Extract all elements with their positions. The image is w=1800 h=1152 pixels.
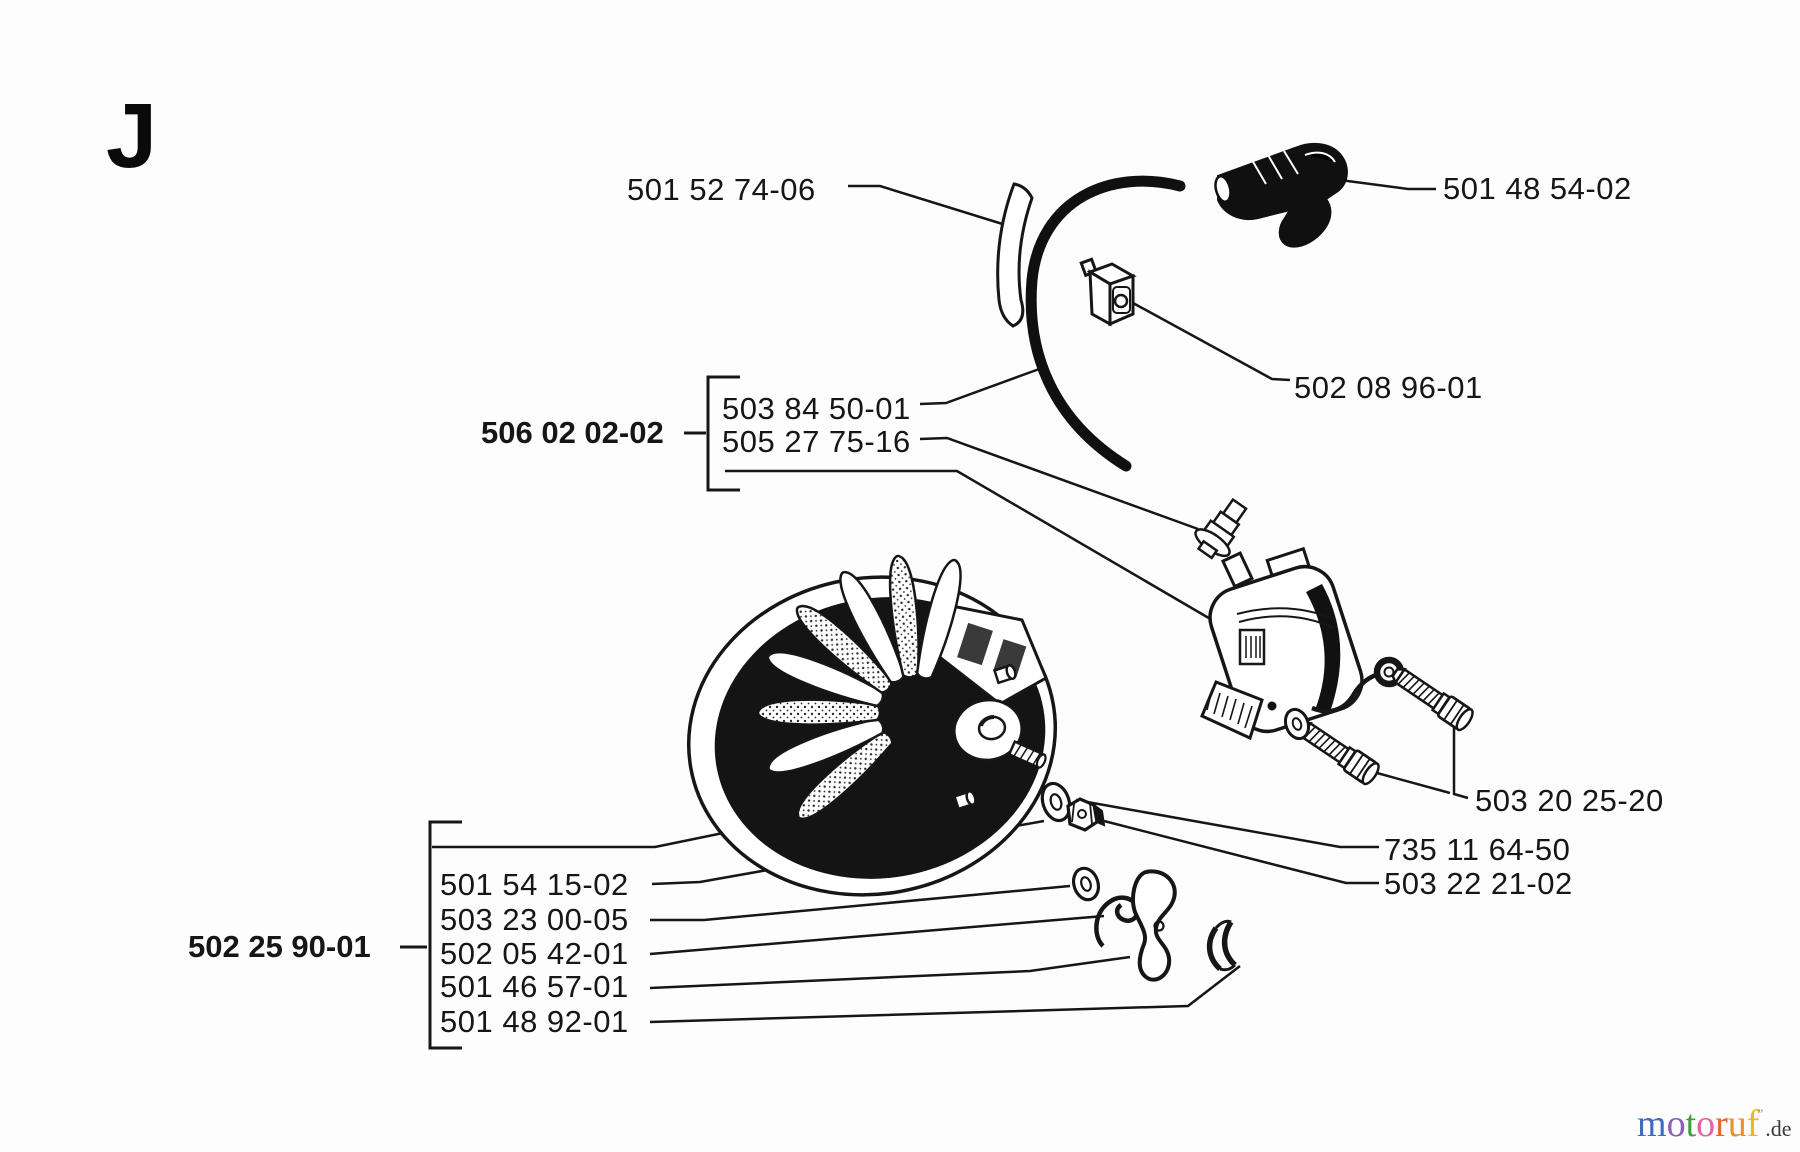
hub-keyway (979, 714, 995, 727)
part-label-flywheel-group: 502 25 90-01 (188, 929, 371, 964)
flywheel-washer-drawing (1040, 781, 1072, 823)
part-label-terminal: 505 27 75-16 (722, 424, 911, 459)
coil-neck (1220, 551, 1254, 589)
ring-terminal-hole (1383, 666, 1395, 678)
leader-boot (1339, 178, 1436, 191)
leader-lines (432, 178, 1469, 1024)
stop-switch-drawing (1079, 257, 1137, 327)
group-brackets (400, 375, 740, 1050)
thread-lines (1397, 672, 1440, 706)
starter-pawl-drawing (1131, 869, 1177, 982)
part-label-clip: 501 48 92-01 (440, 1004, 629, 1039)
leader-ht-wire (919, 366, 1043, 406)
part-label-pawl-washer: 503 23 00-05 (440, 902, 629, 937)
head-facets (1443, 699, 1465, 726)
watermark-trademark: ” (1757, 1106, 1764, 1121)
module-group-bracket (706, 375, 740, 492)
screw-washer-drawing (1283, 707, 1311, 741)
coil-seam-lines (1236, 607, 1337, 629)
coil-window (1238, 628, 1266, 666)
watermark-domain-suffix: .de (1765, 1116, 1792, 1141)
flywheel-fin (795, 604, 893, 694)
flywheel-group-bracket (428, 820, 462, 1050)
flywheel-fin (756, 698, 882, 726)
leader-lower-screw (1365, 768, 1451, 795)
motoruf-watermark: motoruf”.de (1637, 1104, 1791, 1152)
flywheel-fin (796, 730, 894, 821)
pawl-washer-drawing (1071, 866, 1101, 902)
leader-terminal (919, 436, 1199, 531)
terminal-stub (1196, 539, 1219, 560)
part-label-module-group: 506 02 02-02 (481, 415, 664, 450)
part-label-key: 501 54 15-02 (440, 867, 629, 902)
flywheel-fin (766, 651, 885, 708)
part-label-washer: 735 11 64-50 (1384, 832, 1571, 867)
leader-module-group (725, 469, 1220, 626)
ground-wire (1311, 672, 1377, 714)
head-end (1361, 762, 1380, 786)
watermark-letter: u (1727, 1103, 1747, 1145)
flywheel-drawing (686, 554, 1058, 897)
lower-screw-drawing (1297, 721, 1380, 786)
coil-rivet (1267, 701, 1277, 711)
watermark-letter: f (1746, 1103, 1760, 1145)
watermark-letter: o (1696, 1103, 1716, 1145)
coil-window-hatch (1245, 636, 1261, 658)
part-label-spring: 502 05 42-01 (440, 936, 629, 971)
boot-body (1217, 142, 1348, 248)
leader-tube (848, 184, 1010, 228)
part-label-boot: 501 48 54-02 (1443, 171, 1632, 206)
watermark-letter: r (1715, 1103, 1728, 1145)
pawl-studs (952, 663, 1017, 811)
flywheel-fin (888, 554, 920, 679)
ignition-module-drawing (1200, 546, 1405, 741)
head-end (1455, 708, 1474, 732)
spark-plug-wire-drawing (1025, 175, 1186, 472)
part-label-pawl: 501 46 57-01 (440, 969, 629, 1004)
leader-pawl-washer (650, 884, 1071, 922)
flywheel-fin (839, 570, 906, 684)
flywheel-nut-drawing (1066, 797, 1106, 832)
watermark-letter: o (1666, 1103, 1686, 1145)
boot-opening (1214, 175, 1232, 203)
leader-flywheel-group (432, 830, 729, 849)
upper-screw-drawing (1391, 667, 1474, 732)
flywheel-fin (915, 558, 962, 680)
leader-pawl (649, 955, 1131, 990)
pawl-clip-drawing (1206, 919, 1237, 972)
leader-spring (649, 914, 1105, 956)
watermark-letter: m (1637, 1103, 1667, 1145)
magnet-pole (957, 622, 993, 666)
head-facets (1349, 753, 1371, 780)
crankshaft-stub (1007, 739, 1047, 770)
boot-highlights (1251, 150, 1336, 185)
part-label-ht-wire: 503 84 50-01 (722, 391, 911, 426)
tube-drawing (996, 182, 1034, 328)
part-label-nut: 503 22 21-02 (1384, 866, 1573, 901)
leader-washer (1075, 798, 1379, 849)
lamination-hatch (1206, 689, 1260, 732)
leader-clip (649, 965, 1241, 1024)
watermark-letter: t (1685, 1103, 1697, 1145)
flywheel-fin (767, 717, 885, 774)
section-letter: J (106, 85, 158, 187)
ht-terminal-drawing (1194, 497, 1248, 560)
thread-lines (1303, 726, 1346, 760)
spark-plug-boot-drawing (1214, 142, 1348, 248)
leader-nut (1103, 819, 1379, 885)
part-label-switch: 502 08 96-01 (1294, 370, 1483, 405)
part-label-screw: 503 20 25-20 (1475, 783, 1664, 818)
coil-winding-shadow (1306, 584, 1341, 714)
part-label-tube: 501 52 74-06 (627, 172, 816, 207)
leader-switch (1132, 301, 1291, 382)
switch-hole (1113, 293, 1129, 309)
flywheel-fins (756, 554, 962, 821)
